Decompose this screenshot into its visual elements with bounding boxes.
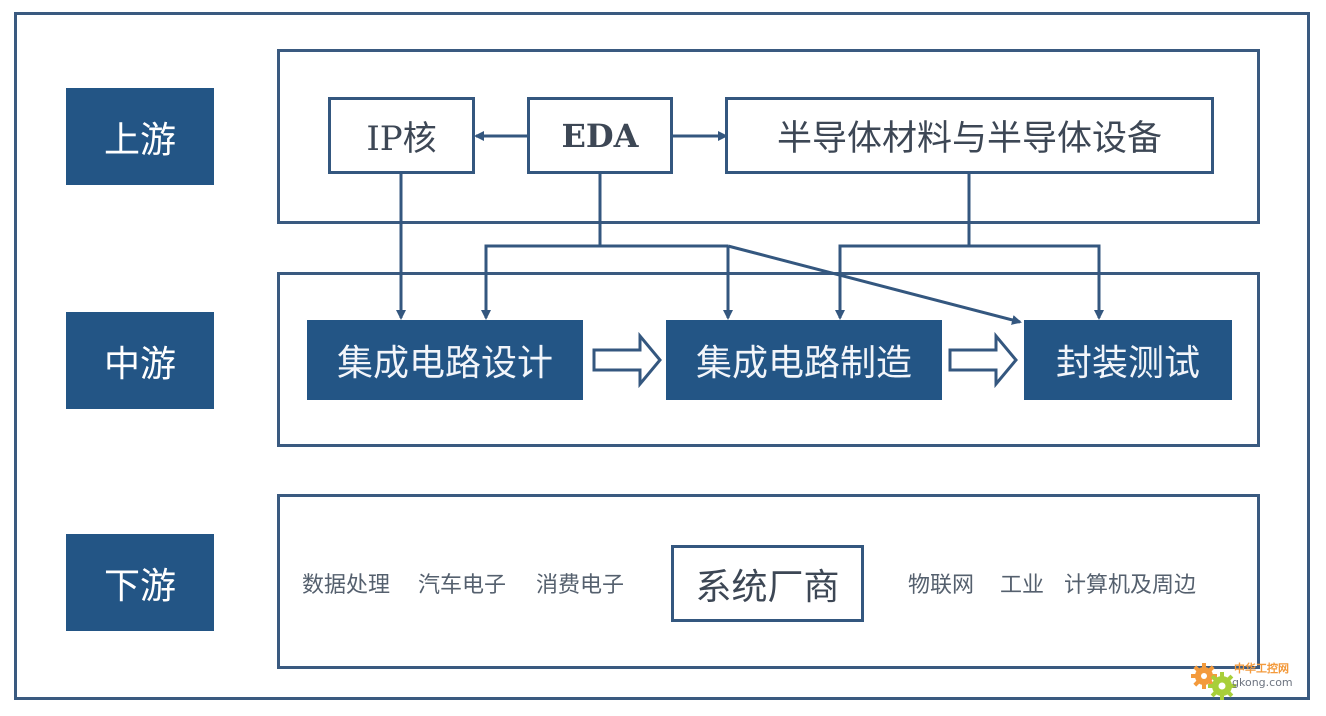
ic-manufacturing-label: 集成电路制造 [695, 343, 912, 384]
downstream-item: 计算机及周边 [1064, 573, 1197, 598]
downstream-item: 消费电子 [536, 573, 625, 598]
ic-design-label: 集成电路设计 [336, 343, 553, 384]
diagram-frame [14, 12, 1310, 700]
watermark: 中华工控网 gkong.com [1188, 656, 1318, 706]
system-vendor-box: 系统厂商 [671, 545, 864, 622]
downstream-item: 汽车电子 [418, 573, 507, 598]
materials-equipment-box: 半导体材料与半导体设备 [725, 97, 1214, 174]
flow-arrow-design-to-manufacturing [592, 331, 662, 389]
ic-manufacturing-box: 集成电路制造 [666, 320, 942, 400]
ip-core-label: IP核 [366, 119, 437, 159]
materials-equipment-label: 半导体材料与半导体设备 [776, 119, 1162, 159]
flow-arrow-manufacturing-to-packaging [948, 331, 1018, 389]
packaging-testing-label: 封装测试 [1055, 343, 1200, 384]
line-eda-branch [484, 244, 728, 318]
eda-label: EDA [561, 116, 639, 155]
downstream-item: 物联网 [908, 573, 975, 598]
downstream-item: 工业 [1000, 573, 1045, 598]
tier-downstream-label: 下游 [66, 534, 214, 631]
watermark-en: gkong.com [1232, 676, 1293, 689]
tier-midstream-label: 中游 [66, 312, 214, 409]
eda-box: EDA [527, 97, 673, 174]
line-materials-branch [838, 244, 1101, 318]
tier-upstream-label: 上游 [66, 88, 214, 185]
packaging-testing-box: 封装测试 [1024, 320, 1232, 400]
downstream-item: 数据处理 [302, 573, 391, 598]
gear-logo-icon [1191, 663, 1236, 700]
watermark-cn: 中华工控网 [1234, 662, 1289, 675]
system-vendor-label: 系统厂商 [695, 566, 840, 608]
ic-design-box: 集成电路设计 [307, 320, 583, 400]
arrow-eda-to-packaging [727, 244, 1022, 325]
ip-core-box: IP核 [328, 97, 475, 174]
